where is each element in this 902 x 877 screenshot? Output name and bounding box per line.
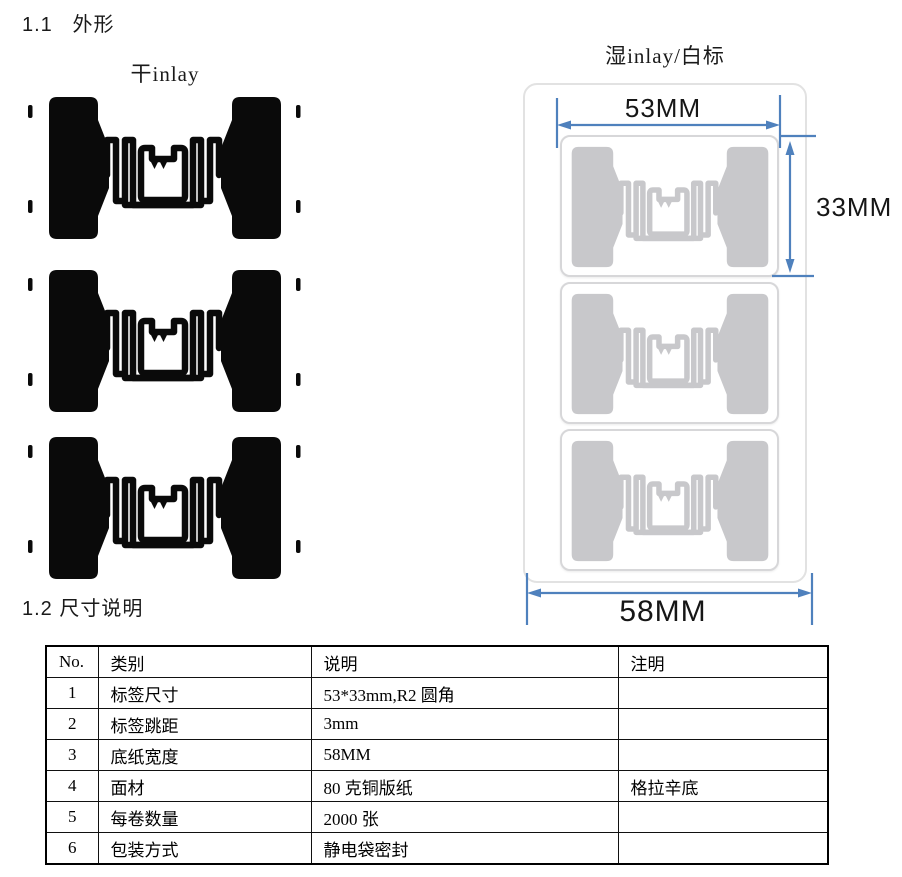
dim-liner-width: 58MM — [619, 595, 707, 628]
table-row: 2 标签跳距 3mm — [45, 708, 829, 740]
cell-description: 3mm — [310, 708, 619, 740]
col-header-description: 说明 — [310, 645, 619, 678]
cell-no: 6 — [45, 832, 99, 865]
cell-no: 2 — [45, 708, 99, 740]
arrowhead-58-right — [798, 588, 812, 598]
cell-category: 面材 — [97, 770, 312, 802]
dimension-overlay — [525, 95, 816, 625]
dry-inlay-title: 干inlay — [130, 62, 200, 86]
wet-label-2 — [560, 282, 779, 424]
cell-category: 每卷数量 — [97, 801, 312, 833]
cell-category: 标签尺寸 — [97, 677, 312, 709]
cell-category: 标签跳距 — [97, 708, 312, 740]
cell-description: 2000 张 — [310, 801, 619, 833]
cell-description: 53*33mm,R2 圆角 — [310, 677, 619, 709]
table-row: 5 每卷数量 2000 张 — [45, 801, 829, 833]
cell-description: 静电袋密封 — [310, 832, 619, 865]
arrowhead-58-left — [527, 588, 541, 598]
table-header-row: No. 类别 说明 注明 — [45, 645, 829, 678]
cell-note — [617, 739, 829, 771]
col-header-category: 类别 — [97, 645, 312, 678]
heading-outline: 1.1 外形 — [22, 14, 115, 36]
wet-inlay-title: 湿inlay/白标 — [605, 44, 725, 68]
spec-table: No. 类别 说明 注明 1 标签尺寸 53*33mm,R2 圆角 2 标签跳距… — [45, 645, 829, 865]
arrowhead-33-bottom — [785, 259, 795, 273]
cell-no: 3 — [45, 739, 99, 771]
cell-note — [617, 832, 829, 865]
cell-note: 格拉辛底 — [617, 770, 829, 802]
dry-antenna-1 — [49, 97, 281, 239]
cell-category: 包装方式 — [97, 832, 312, 865]
cell-note — [617, 801, 829, 833]
col-header-no: No. — [45, 645, 99, 678]
cell-description: 80 克铜版纸 — [310, 770, 619, 802]
arrowhead-53-left — [557, 120, 571, 130]
dry-antenna-3 — [49, 437, 281, 579]
arrowhead-53-right — [766, 120, 780, 130]
table-row: 6 包装方式 静电袋密封 — [45, 832, 829, 865]
table-row: 1 标签尺寸 53*33mm,R2 圆角 — [45, 677, 829, 709]
dim-label-height: 33MM — [816, 192, 893, 222]
dry-antenna-2 — [49, 270, 281, 412]
dry-inlay-strip — [28, 90, 301, 585]
cell-no: 4 — [45, 770, 99, 802]
cell-no: 1 — [45, 677, 99, 709]
cell-note — [617, 677, 829, 709]
table-row: 4 面材 80 克铜版纸 格拉辛底 — [45, 770, 829, 802]
cell-no: 5 — [45, 801, 99, 833]
registration-ticks — [28, 105, 301, 553]
wet-label-3 — [560, 429, 779, 571]
wet-label-1 — [560, 135, 779, 277]
cell-description: 58MM — [310, 739, 619, 771]
arrowhead-33-top — [785, 141, 795, 155]
col-header-note: 注明 — [617, 645, 829, 678]
heading-dimensions: 1.2 尺寸说明 — [22, 598, 144, 620]
cell-note — [617, 708, 829, 740]
wet-inlay-panel: 湿inlay/白标 53MM 33MM 58MM — [500, 0, 902, 640]
dim-label-width: 53MM — [624, 93, 702, 123]
table-row: 3 底纸宽度 58MM — [45, 739, 829, 771]
cell-category: 底纸宽度 — [97, 739, 312, 771]
